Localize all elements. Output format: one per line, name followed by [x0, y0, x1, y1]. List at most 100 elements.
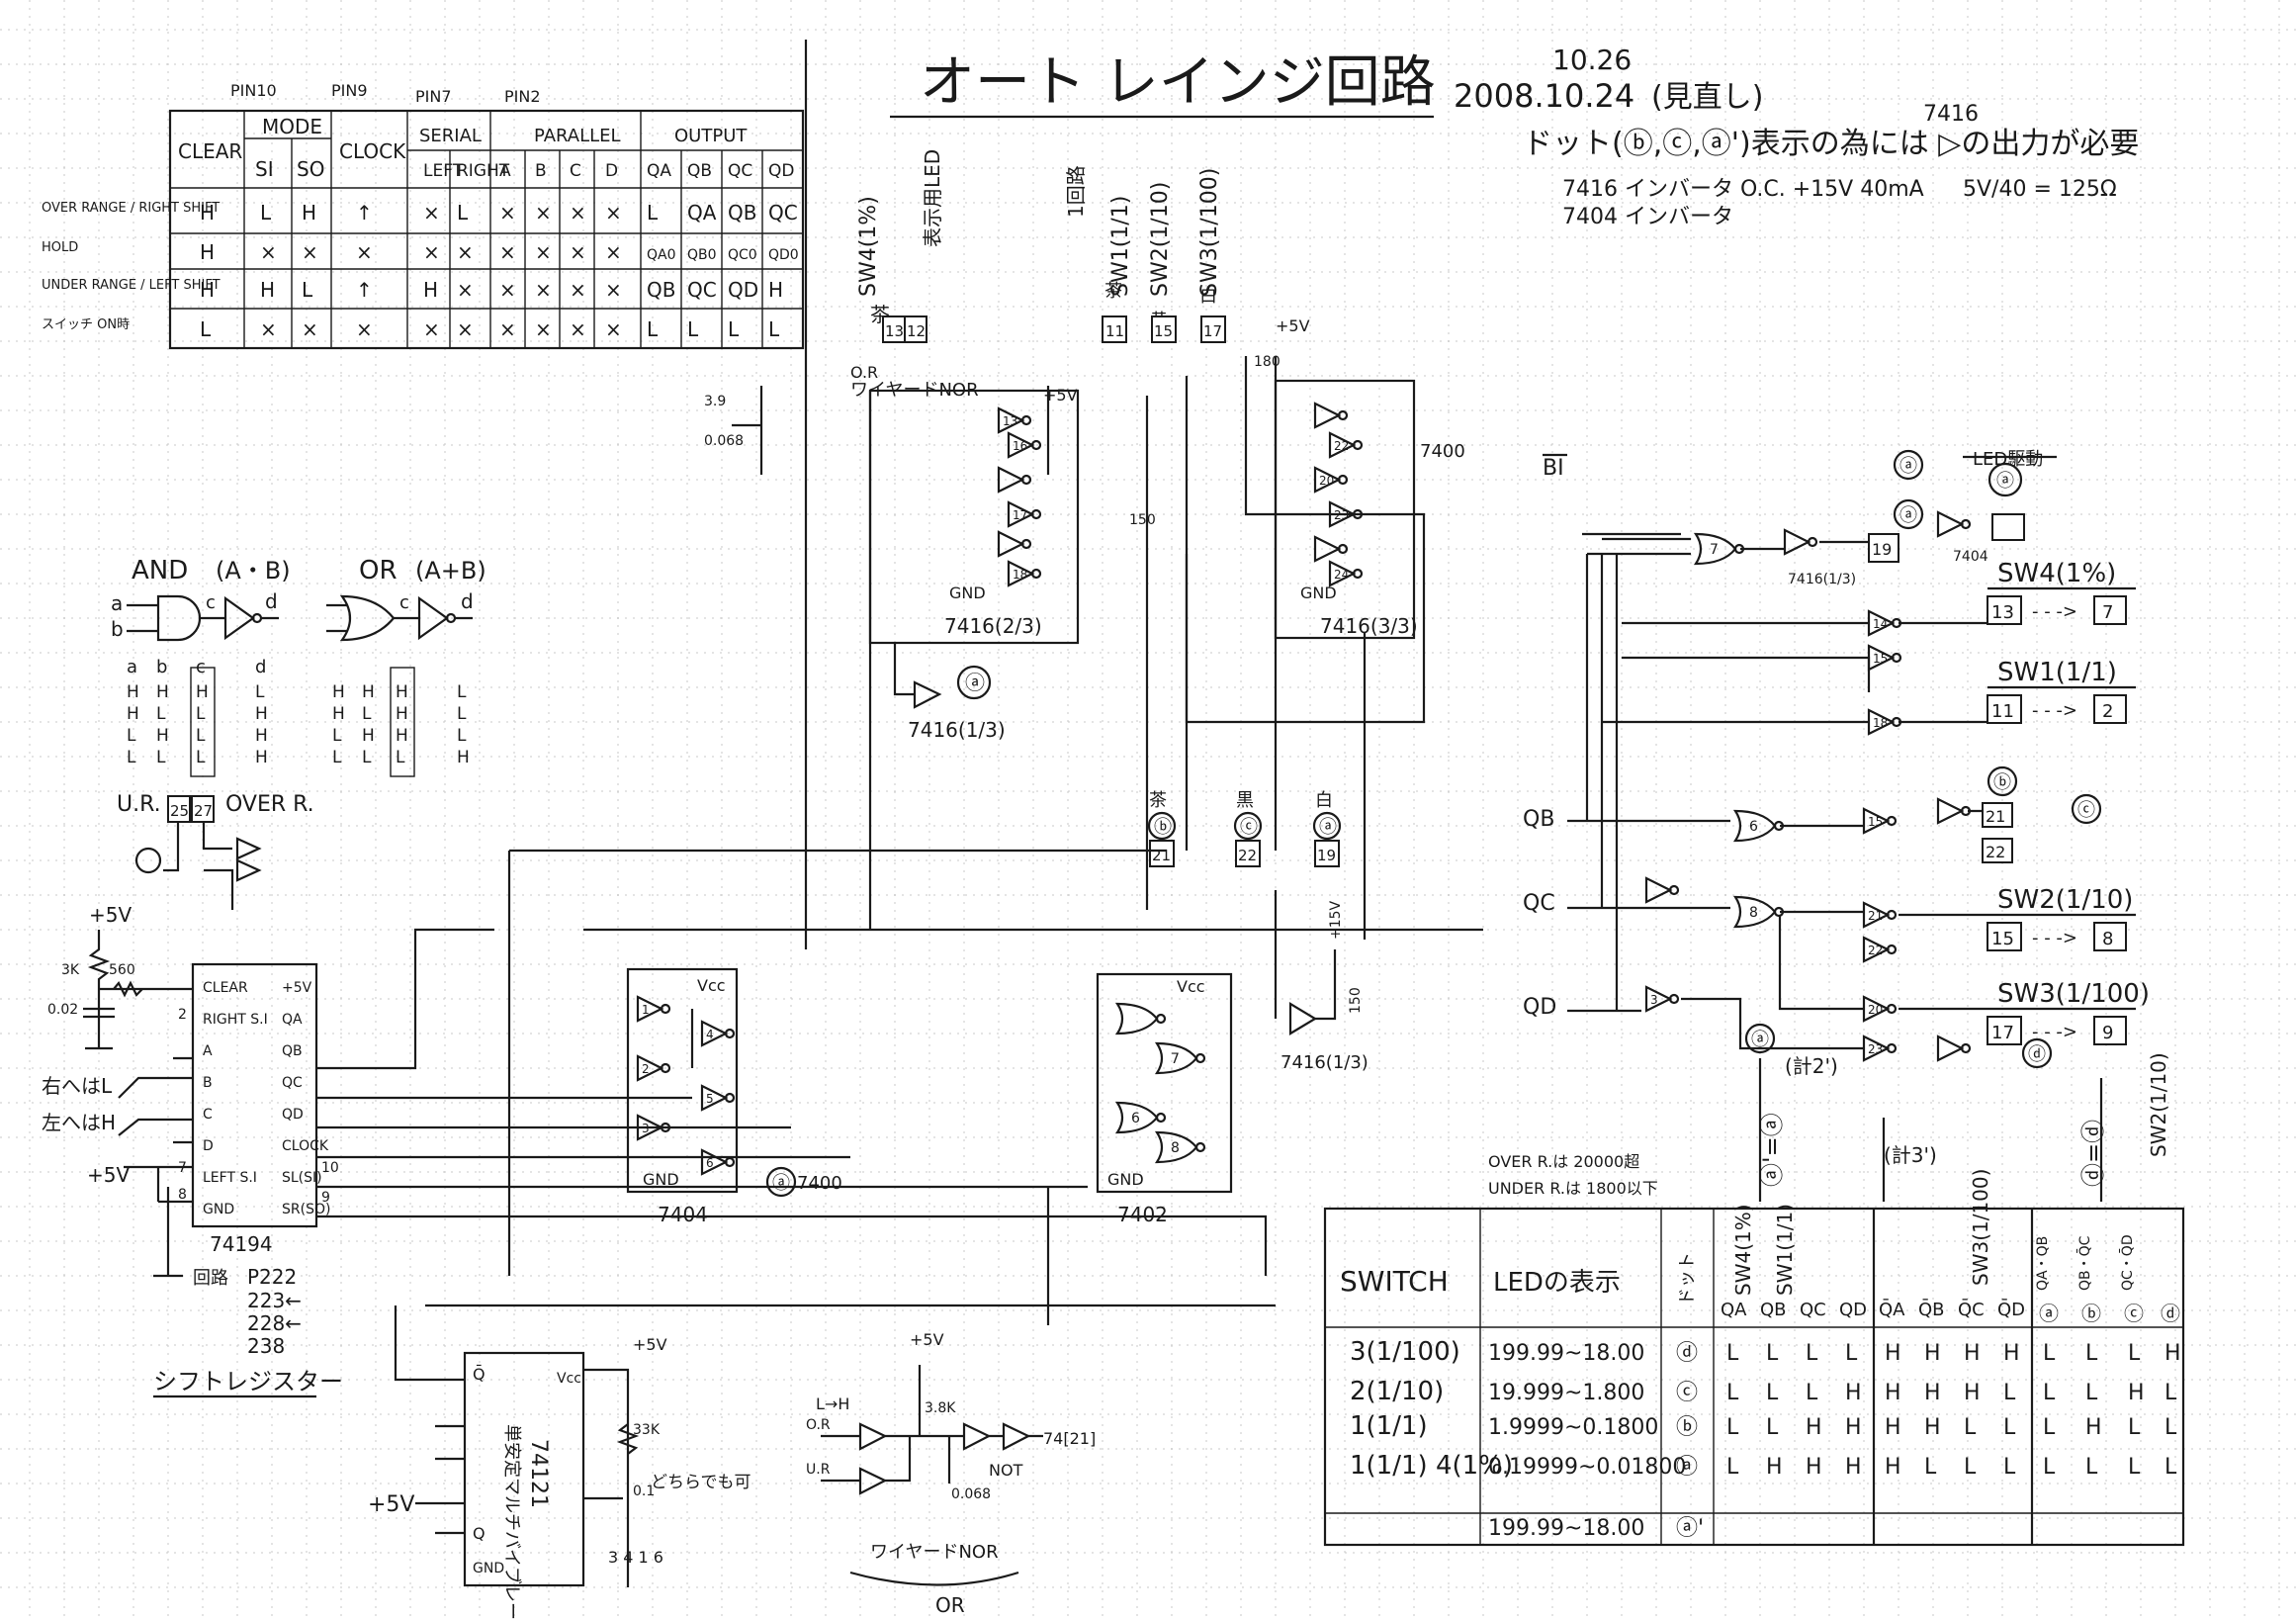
- col-header: SO: [297, 157, 324, 181]
- gnd-label: GND: [949, 584, 986, 602]
- input-qb: QB: [1523, 807, 1554, 832]
- legend-cell: L: [362, 748, 372, 767]
- table-cell: L: [647, 201, 659, 225]
- sub-header: Q̄B: [1918, 1299, 1945, 1320]
- page-ref: 223←: [247, 1289, 302, 1312]
- output-label: 74[21]: [1043, 1429, 1096, 1448]
- pin-box-19: [1868, 533, 1899, 563]
- vcc-label: Vcc: [697, 976, 726, 995]
- table-cell: ×: [302, 317, 318, 341]
- table-cell: ×: [423, 317, 440, 341]
- table-cell: QD0: [768, 247, 799, 263]
- legend-cell: L: [457, 726, 467, 746]
- ex-cell: L: [2085, 1381, 2098, 1405]
- sw2-label: SW2(1/10): [1148, 182, 1173, 297]
- table-cell: L: [647, 317, 659, 341]
- q-cell: H: [1845, 1381, 1862, 1405]
- wired-nor-label: ワイヤードNOR: [870, 1542, 999, 1563]
- led-box: [1991, 513, 2025, 541]
- inverter-symbol: [1862, 901, 1891, 929]
- table-cell: ×: [535, 317, 552, 341]
- note-line2: 7416 インバータ O.C. +15V 40mA: [1562, 177, 1924, 202]
- arrow: - - ->: [2032, 700, 2077, 721]
- wire-color: 黒: [1236, 790, 1254, 811]
- chip-body: [868, 389, 1080, 645]
- pin-number: 9: [321, 1190, 330, 1206]
- table-cell: ↑: [356, 278, 373, 302]
- table-cell: ×: [570, 317, 586, 341]
- nor-gate-symbol: [1732, 809, 1777, 843]
- cap-value: 0.068: [951, 1486, 991, 1502]
- inverter-symbol: [913, 680, 942, 709]
- pin-box-17: [1200, 315, 1226, 343]
- legend-cell: H: [457, 748, 470, 767]
- or-gate-symbol: [339, 594, 396, 642]
- dot-header: ⓓ: [2161, 1302, 2180, 1325]
- nor-gate-symbol: [1114, 1002, 1159, 1035]
- wire-color: 茶: [1104, 281, 1122, 302]
- inverter-13: [858, 1422, 888, 1451]
- resistor-value: 3.9: [704, 394, 726, 409]
- inverter-16: [858, 1467, 888, 1495]
- and-node-d: d: [265, 589, 278, 613]
- wire-color: 白: [1315, 790, 1333, 811]
- qn-cell: L: [1924, 1455, 1937, 1480]
- pin-box-15: [1151, 315, 1177, 343]
- inverter-symbol: [1936, 510, 1965, 538]
- eq-note: ⓓ=ⓓ: [2079, 1120, 2107, 1187]
- table-cell: ×: [499, 317, 516, 341]
- q-label: Q: [473, 1524, 486, 1543]
- page-ref: 238: [247, 1334, 285, 1358]
- chip-body: [463, 1351, 585, 1587]
- chip-label: 7400: [797, 1173, 842, 1194]
- legend-col: b: [156, 657, 167, 677]
- legend-col: d: [255, 657, 266, 677]
- pin-box-21: [1982, 802, 2013, 828]
- col-header: SI: [255, 157, 274, 181]
- gate-number: 16: [1013, 439, 1027, 453]
- table-cell: QB0: [687, 247, 717, 263]
- sub-header: Q̄D: [1997, 1299, 2025, 1320]
- table-header: LEDの表示: [1493, 1268, 1621, 1298]
- ex-cell: L: [2128, 1455, 2141, 1480]
- pin-num: 21: [1986, 807, 2005, 826]
- pin-box-21: [1149, 840, 1175, 867]
- table-cell: QA: [687, 201, 717, 225]
- inverter-symbol: [1644, 985, 1673, 1013]
- pin-list: 3 4 1 6: [608, 1548, 663, 1567]
- inverter-symbol: [997, 466, 1025, 494]
- col-header: D: [605, 161, 618, 181]
- node-label: ⓐ: [1751, 1030, 1769, 1050]
- table-header: ドット: [1677, 1252, 1698, 1305]
- group-header: MODE: [262, 115, 322, 138]
- sw1-note: 1回路: [1064, 165, 1088, 218]
- or-title: OR: [359, 556, 397, 585]
- dot-cell: ⓑ: [1676, 1415, 1698, 1440]
- ex-cell: L: [2043, 1415, 2056, 1440]
- node-label: ⓒ: [1240, 817, 1258, 838]
- gate-number: 1: [642, 1003, 650, 1017]
- table-cell: L: [457, 201, 469, 225]
- gate-number: 23: [1868, 1042, 1883, 1056]
- q-cell: L: [1726, 1341, 1739, 1366]
- and-title: AND: [132, 556, 188, 585]
- legend-col: a: [127, 657, 137, 677]
- node-label: ⓐ: [772, 1173, 790, 1194]
- inverter-symbol: [1007, 431, 1035, 459]
- sw1-label: SW1(1/1): [1108, 196, 1133, 297]
- qn-cell: L: [2003, 1415, 2016, 1440]
- pin-label-right: SR(SO): [282, 1202, 330, 1217]
- pin-label-right: QD: [282, 1107, 304, 1123]
- supply-label: +5V: [368, 1492, 414, 1517]
- supply-label: +5V: [910, 1330, 944, 1349]
- pin-num: 22: [1986, 843, 2005, 861]
- qn-cell: H: [2003, 1341, 2020, 1366]
- table-cell: ×: [535, 278, 552, 302]
- ex-cell: L: [2164, 1455, 2177, 1480]
- resistor-value: 150: [1348, 987, 1364, 1014]
- qn-cell: H: [1885, 1341, 1901, 1366]
- nor-gate-symbol: [1693, 532, 1737, 566]
- q-cell: H: [1845, 1455, 1862, 1480]
- inverter-symbol: [1862, 936, 1891, 963]
